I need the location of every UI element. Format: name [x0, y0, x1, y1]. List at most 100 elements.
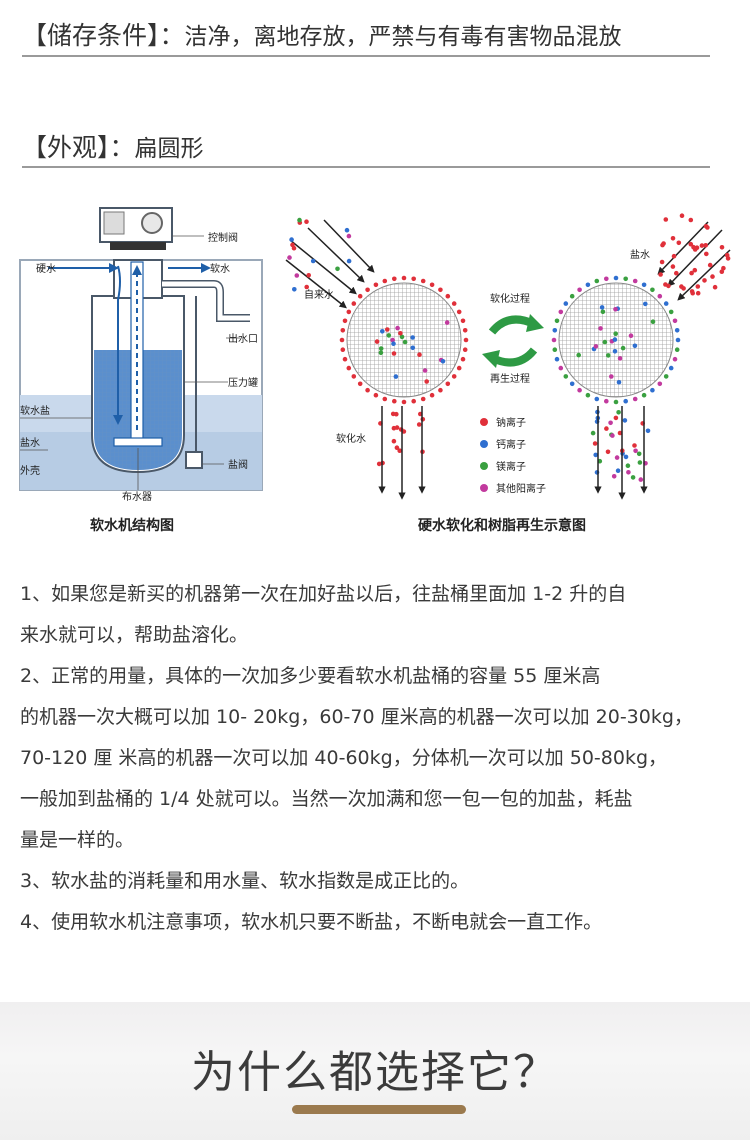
ion-dot: [663, 217, 669, 222]
note-line: 1、如果您是新买的机器第一次在加好盐以后，往盐桶里面加 1-2 升的自: [20, 583, 627, 605]
label-softening: 软化过程: [490, 292, 530, 305]
ion-dot: [462, 328, 468, 333]
ion-dot: [702, 278, 707, 283]
footer-title: 为什么都选择它？: [191, 1047, 559, 1098]
ion-dot: [699, 243, 705, 248]
ion-dot: [304, 219, 309, 224]
label-brine-right: 盐水: [630, 248, 650, 261]
ion-dot: [645, 428, 651, 434]
label-regeneration: 再生过程: [490, 372, 530, 385]
ion-dot: [710, 274, 715, 279]
ion-dot: [460, 356, 466, 362]
ion-dot: [674, 270, 679, 276]
ion-dot: [411, 398, 417, 404]
ion-dot: [594, 278, 600, 284]
ion-dot: [670, 264, 676, 269]
appearance-value: 扁圆形: [134, 136, 204, 162]
label-soft-salt: 软水盐: [20, 404, 50, 417]
ion-dot: [606, 353, 611, 358]
ion-dot: [339, 337, 345, 343]
ion-dot: [659, 259, 665, 265]
ion-dot: [577, 387, 582, 393]
ion-dot: [672, 318, 678, 324]
ion-dot: [394, 411, 399, 417]
ion-dot: [675, 337, 681, 343]
ion-dot: [342, 318, 348, 324]
ion-dot: [462, 347, 468, 352]
ion-dot: [623, 454, 629, 460]
ion-dot: [554, 318, 560, 324]
ion-dot: [617, 356, 623, 361]
ion-dot: [585, 282, 591, 288]
ion-dot: [342, 356, 348, 362]
ion-dot: [391, 351, 397, 356]
ion-dot: [616, 380, 622, 385]
ion-dot: [287, 255, 292, 260]
ion-dot: [401, 275, 407, 281]
ion-dot: [380, 329, 385, 334]
ion-dot: [378, 346, 384, 351]
ion-dot: [429, 282, 435, 288]
ion-dot: [410, 335, 416, 340]
ion-dot: [614, 455, 620, 460]
ion-dot: [623, 398, 628, 404]
ion-dot: [410, 345, 416, 351]
ion-dot: [310, 258, 316, 264]
ion-dot: [378, 350, 384, 356]
ion-dot: [346, 233, 352, 239]
label-control-valve: 控制阀: [208, 231, 238, 244]
storage-condition-value: 洁净，离地存放，严禁与有毒有害物品混放: [184, 24, 622, 50]
ion-dot: [632, 343, 638, 349]
ion-dot: [690, 290, 695, 296]
note-line: 70-120 厘 米高的机器一次可以加 40-60kg，分体机一次可以加 50-…: [20, 747, 668, 769]
ion-dot: [719, 245, 725, 250]
ion-dot: [692, 247, 698, 252]
ion-dot: [297, 217, 302, 223]
divider: [22, 166, 710, 168]
ion-dot: [552, 328, 558, 333]
ion-dot: [598, 326, 603, 331]
note-line: 3、软水盐的消耗量和用水量、软水指数是成正比的。: [20, 870, 470, 892]
ion-dot: [633, 448, 638, 454]
ion-dot: [643, 301, 648, 307]
ion-dot: [395, 325, 400, 331]
ion-dot: [386, 333, 392, 338]
ion-dot: [438, 287, 443, 293]
ion-dot: [451, 374, 457, 379]
ion-dot: [563, 301, 569, 306]
footer-banner: [0, 1002, 750, 1140]
ion-dot: [392, 398, 397, 404]
label-distributor: 布水器: [122, 491, 152, 503]
ion-dot: [304, 284, 310, 290]
ion-dot: [630, 475, 636, 480]
ion-dot: [612, 337, 618, 342]
ion-dot: [393, 374, 399, 379]
label-tap-water: 自来水: [304, 288, 334, 301]
ion-dot: [599, 305, 605, 310]
ion-dot: [351, 301, 357, 306]
distributor-plate: [113, 437, 163, 447]
ion-dot: [695, 284, 701, 289]
ion-dot: [399, 334, 405, 340]
ion-dot: [420, 278, 426, 284]
right-diagram-caption: 硬水软化和树脂再生示意图: [418, 517, 586, 534]
ion-dot: [292, 287, 297, 292]
ion-dot: [724, 252, 730, 258]
ion-dot: [357, 293, 363, 299]
ion-dot: [416, 422, 422, 427]
ion-dot: [373, 392, 379, 398]
ion-dot: [456, 365, 462, 371]
ion-dot: [373, 282, 379, 288]
note-line: 的机器一次大概可以加 10- 20kg，60-70 厘米高的机器一次可以加 20…: [20, 706, 693, 728]
ion-dot: [666, 283, 671, 289]
left-diagram-caption: 软水机结构图: [90, 517, 174, 534]
ion-dot: [613, 275, 619, 281]
ion-dot: [563, 374, 569, 379]
ion-dot: [632, 278, 638, 284]
ion-dot: [609, 374, 614, 379]
ion-dot: [613, 331, 618, 336]
ion-dot: [658, 272, 663, 277]
ion-dot: [390, 337, 396, 343]
ion-dot: [294, 273, 300, 278]
ion-dot: [351, 374, 357, 379]
